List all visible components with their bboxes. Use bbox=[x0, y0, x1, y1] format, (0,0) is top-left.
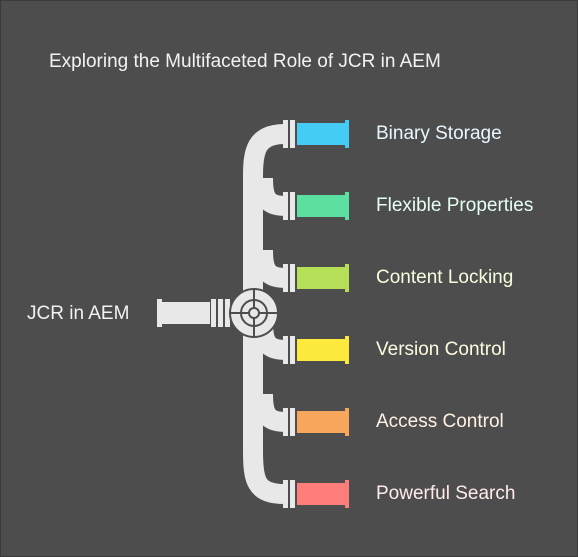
branch-label-3: Content Locking bbox=[376, 267, 514, 288]
branch-label-5: Access Control bbox=[376, 411, 504, 432]
branch-color-segment bbox=[297, 195, 345, 217]
branch-label-6: Powerful Search bbox=[376, 483, 516, 504]
branch-connector-4 bbox=[253, 321, 349, 364]
branch-label-2: Flexible Properties bbox=[376, 195, 534, 216]
root-pipe bbox=[157, 299, 230, 327]
branch-connector-1 bbox=[283, 120, 349, 148]
branch-label-1: Binary Storage bbox=[376, 123, 502, 144]
root-label: JCR in AEM bbox=[27, 303, 130, 324]
junction-valve-icon bbox=[229, 288, 279, 338]
branch-color-segment bbox=[297, 123, 345, 145]
branch-connector-2 bbox=[253, 177, 349, 220]
branch-connectors bbox=[253, 120, 349, 508]
branch-color-segment bbox=[297, 267, 345, 289]
branch-label-4: Version Control bbox=[376, 339, 506, 360]
branch-connector-6 bbox=[283, 480, 349, 508]
branch-connector-5 bbox=[253, 393, 349, 436]
branch-color-segment bbox=[297, 483, 345, 505]
branch-color-segment bbox=[297, 339, 345, 361]
branch-color-segment bbox=[297, 411, 345, 433]
branch-connector-3 bbox=[253, 249, 349, 292]
diagram-title: Exploring the Multifaceted Role of JCR i… bbox=[49, 51, 441, 72]
